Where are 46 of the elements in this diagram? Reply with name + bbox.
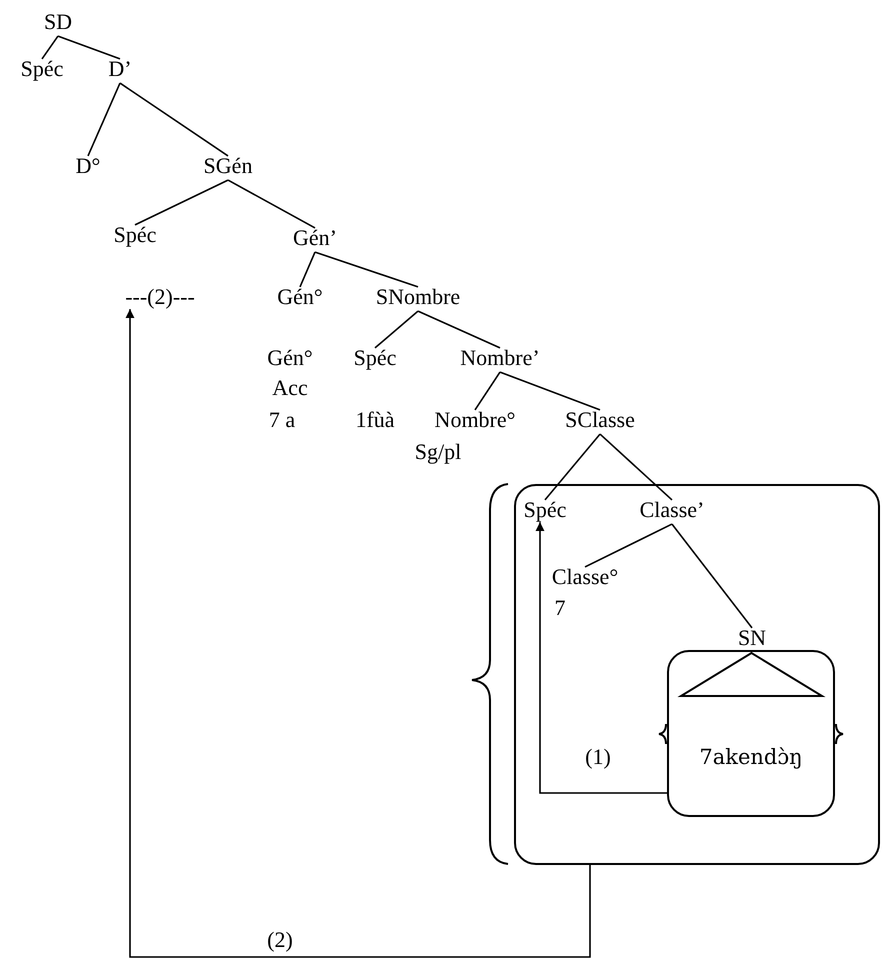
- tree-label: ---(2)---: [125, 284, 195, 310]
- tree-label: Spéc: [114, 222, 156, 248]
- tree-label: SN: [738, 626, 766, 650]
- tree-branch: [120, 82, 228, 157]
- gloss-label: 7 a: [268, 408, 296, 432]
- triangle-symbol: [680, 652, 823, 697]
- tree-branch: [134, 179, 228, 226]
- arrow: [126, 309, 591, 958]
- word-label: 7akendɔ̀ŋ: [699, 745, 803, 769]
- gloss-label: 1fùà: [355, 408, 395, 432]
- tree-label: Classe’: [640, 498, 704, 522]
- gloss-label: Sg/pl: [414, 440, 462, 464]
- tree-label: D’: [108, 56, 132, 82]
- tree-label: Gén°: [277, 284, 323, 310]
- tree-label: SD: [44, 10, 72, 34]
- tree-branch: [87, 82, 121, 156]
- tree-label: Spéc: [20, 56, 64, 82]
- tree-label: SGén: [204, 154, 252, 178]
- tree-branch: [58, 35, 120, 60]
- tree-label: Classe°: [552, 564, 618, 590]
- tree-label: Gén’: [293, 226, 337, 250]
- rounded-box: [514, 484, 880, 865]
- tree-branch: [584, 523, 672, 568]
- tree-branch: [314, 251, 418, 288]
- gloss-label: Gén°: [267, 346, 313, 370]
- tree-label: SNombre: [376, 284, 460, 310]
- bracket-box: [667, 650, 835, 817]
- tree-branch: [474, 372, 501, 410]
- arrow: [536, 522, 667, 794]
- tree-branch: [228, 179, 316, 229]
- tree-branch: [418, 310, 500, 349]
- tree-branch: [544, 434, 601, 500]
- tree-label: SClasse: [565, 408, 635, 432]
- gloss-label: Acc: [272, 376, 308, 400]
- gloss-label: 7: [554, 596, 566, 620]
- tree-label: Spéc: [524, 498, 566, 522]
- tree-branch: [671, 524, 753, 628]
- tree-label: Nombre’: [460, 346, 540, 370]
- tree-branch: [374, 310, 419, 349]
- tree-branch: [500, 371, 600, 411]
- tree-label: Spéc: [354, 346, 396, 370]
- tree-label: Nombre°: [434, 408, 516, 432]
- tree-branch: [41, 36, 59, 60]
- tree-branch: [299, 252, 316, 288]
- tree-label: D°: [76, 154, 100, 178]
- tree-branch: [599, 434, 673, 500]
